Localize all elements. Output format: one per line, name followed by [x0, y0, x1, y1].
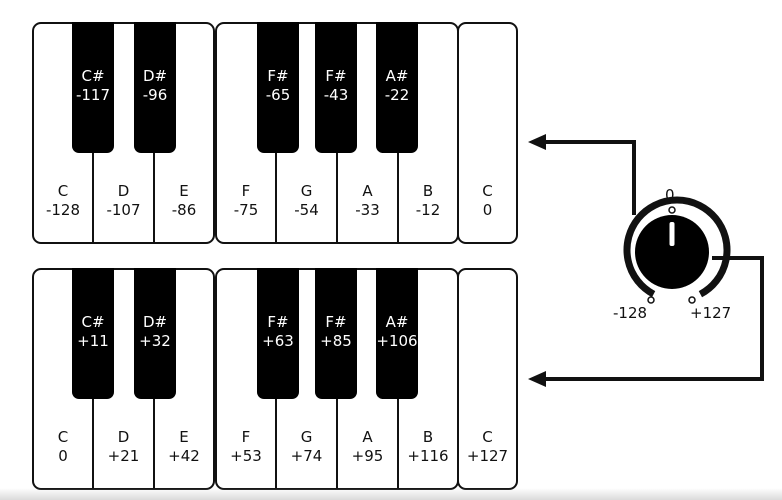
arrow-head-icon: [528, 371, 546, 387]
knob-min-label: -128: [613, 304, 648, 322]
key-label: A#+106: [376, 313, 418, 350]
knob-max-label: +127: [690, 304, 732, 322]
key-label: C-128: [45, 182, 81, 219]
arrow-head-icon: [528, 134, 546, 150]
black-key-a-sharp[interactable]: A#-22: [376, 22, 418, 153]
black-key-d-sharp[interactable]: D#+32: [134, 268, 176, 399]
black-key-c-sharp[interactable]: C#+11: [72, 268, 114, 399]
black-key-a-sharp[interactable]: A#+106: [376, 268, 418, 399]
key-label: E-86: [171, 182, 197, 219]
key-label: D-107: [106, 182, 141, 219]
arrow-to-bottom-keyboard: [528, 256, 764, 387]
knob-range-arc: [623, 196, 731, 298]
key-label: D#-96: [142, 67, 168, 104]
key-label: B+116: [407, 428, 449, 465]
knob-marker-min: [647, 296, 655, 304]
black-key-f-sharp-2[interactable]: F#-43: [315, 22, 357, 153]
key-label: F#-65: [265, 67, 291, 104]
key-label: F+53: [230, 428, 262, 465]
arrow-to-top-keyboard: [528, 134, 636, 215]
knob-zero-label: 0: [665, 186, 675, 204]
key-label: E+42: [168, 428, 200, 465]
black-key-f-sharp-2[interactable]: F#+85: [315, 268, 357, 399]
key-label: C#-117: [75, 67, 111, 104]
key-label: A#-22: [384, 67, 410, 104]
key-label: C+127: [466, 428, 509, 465]
key-label: F-75: [233, 182, 259, 219]
knob-icon[interactable]: [623, 196, 731, 304]
knob-marker-zero: [668, 206, 676, 214]
black-key-f-sharp[interactable]: F#-65: [257, 22, 299, 153]
key-label: F#-43: [323, 67, 349, 104]
key-label: C#+11: [77, 313, 109, 350]
white-key-c-high[interactable]: C+127: [457, 268, 518, 490]
key-label: G+74: [290, 428, 323, 465]
key-label: D+21: [107, 428, 140, 465]
knob-marker-max: [688, 296, 696, 304]
key-label: A-33: [355, 182, 380, 219]
black-key-c-sharp[interactable]: C#-117: [72, 22, 114, 153]
black-key-f-sharp[interactable]: F#+63: [257, 268, 299, 399]
key-label: G-54: [294, 182, 319, 219]
knob-body[interactable]: [635, 215, 709, 289]
knob-pointer: [669, 222, 675, 246]
key-label: B-12: [415, 182, 441, 219]
black-key-d-sharp[interactable]: D#-96: [134, 22, 176, 153]
key-label: D#+32: [139, 313, 171, 350]
key-label: F#+85: [320, 313, 352, 350]
bottom-edge-fade: [0, 488, 782, 500]
key-label: F#+63: [262, 313, 294, 350]
key-label: A+95: [351, 428, 384, 465]
